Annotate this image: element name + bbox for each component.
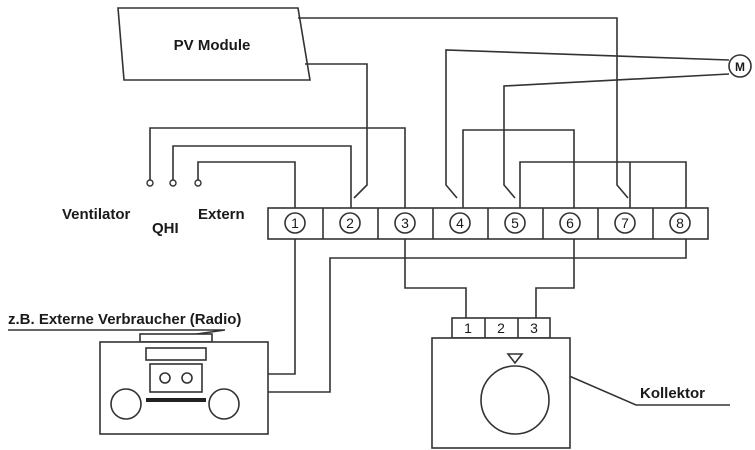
terminal-7-label: 7: [621, 215, 629, 231]
terminal-2-label: 2: [346, 215, 354, 231]
extern-label: Extern: [198, 206, 245, 223]
radio-label: z.B. Externe Verbraucher (Radio): [8, 311, 241, 328]
terminal-strip: 1 2 3 4 5 6 7 8: [267, 207, 709, 240]
motor: M: [728, 54, 752, 78]
terminal-3-label: 3: [401, 215, 409, 231]
terminal-5-label: 5: [511, 215, 519, 231]
terminal-1-label: 1: [291, 215, 299, 231]
qhi-label: QHI: [152, 220, 179, 237]
wires: [8, 17, 730, 406]
kollektor-label: Kollektor: [640, 385, 705, 402]
radio: z.B. Externe Verbraucher (Radio): [8, 311, 269, 435]
pv-module-label: PV Module: [174, 37, 251, 54]
switch-contacts: [146, 179, 202, 187]
ventilator-label: Ventilator: [62, 206, 131, 223]
terminal-4-label: 4: [456, 215, 464, 231]
collector-terminal-2-label: 2: [497, 320, 505, 336]
pv-module: PV Module: [117, 7, 311, 81]
motor-label: M: [735, 60, 745, 74]
terminal-6-label: 6: [566, 215, 574, 231]
terminal-8-label: 8: [676, 215, 684, 231]
collector-terminal-1-label: 1: [464, 320, 472, 336]
collector-terminal-3-label: 3: [530, 320, 538, 336]
kollektor: 1 2 3 Kollektor: [431, 317, 705, 449]
